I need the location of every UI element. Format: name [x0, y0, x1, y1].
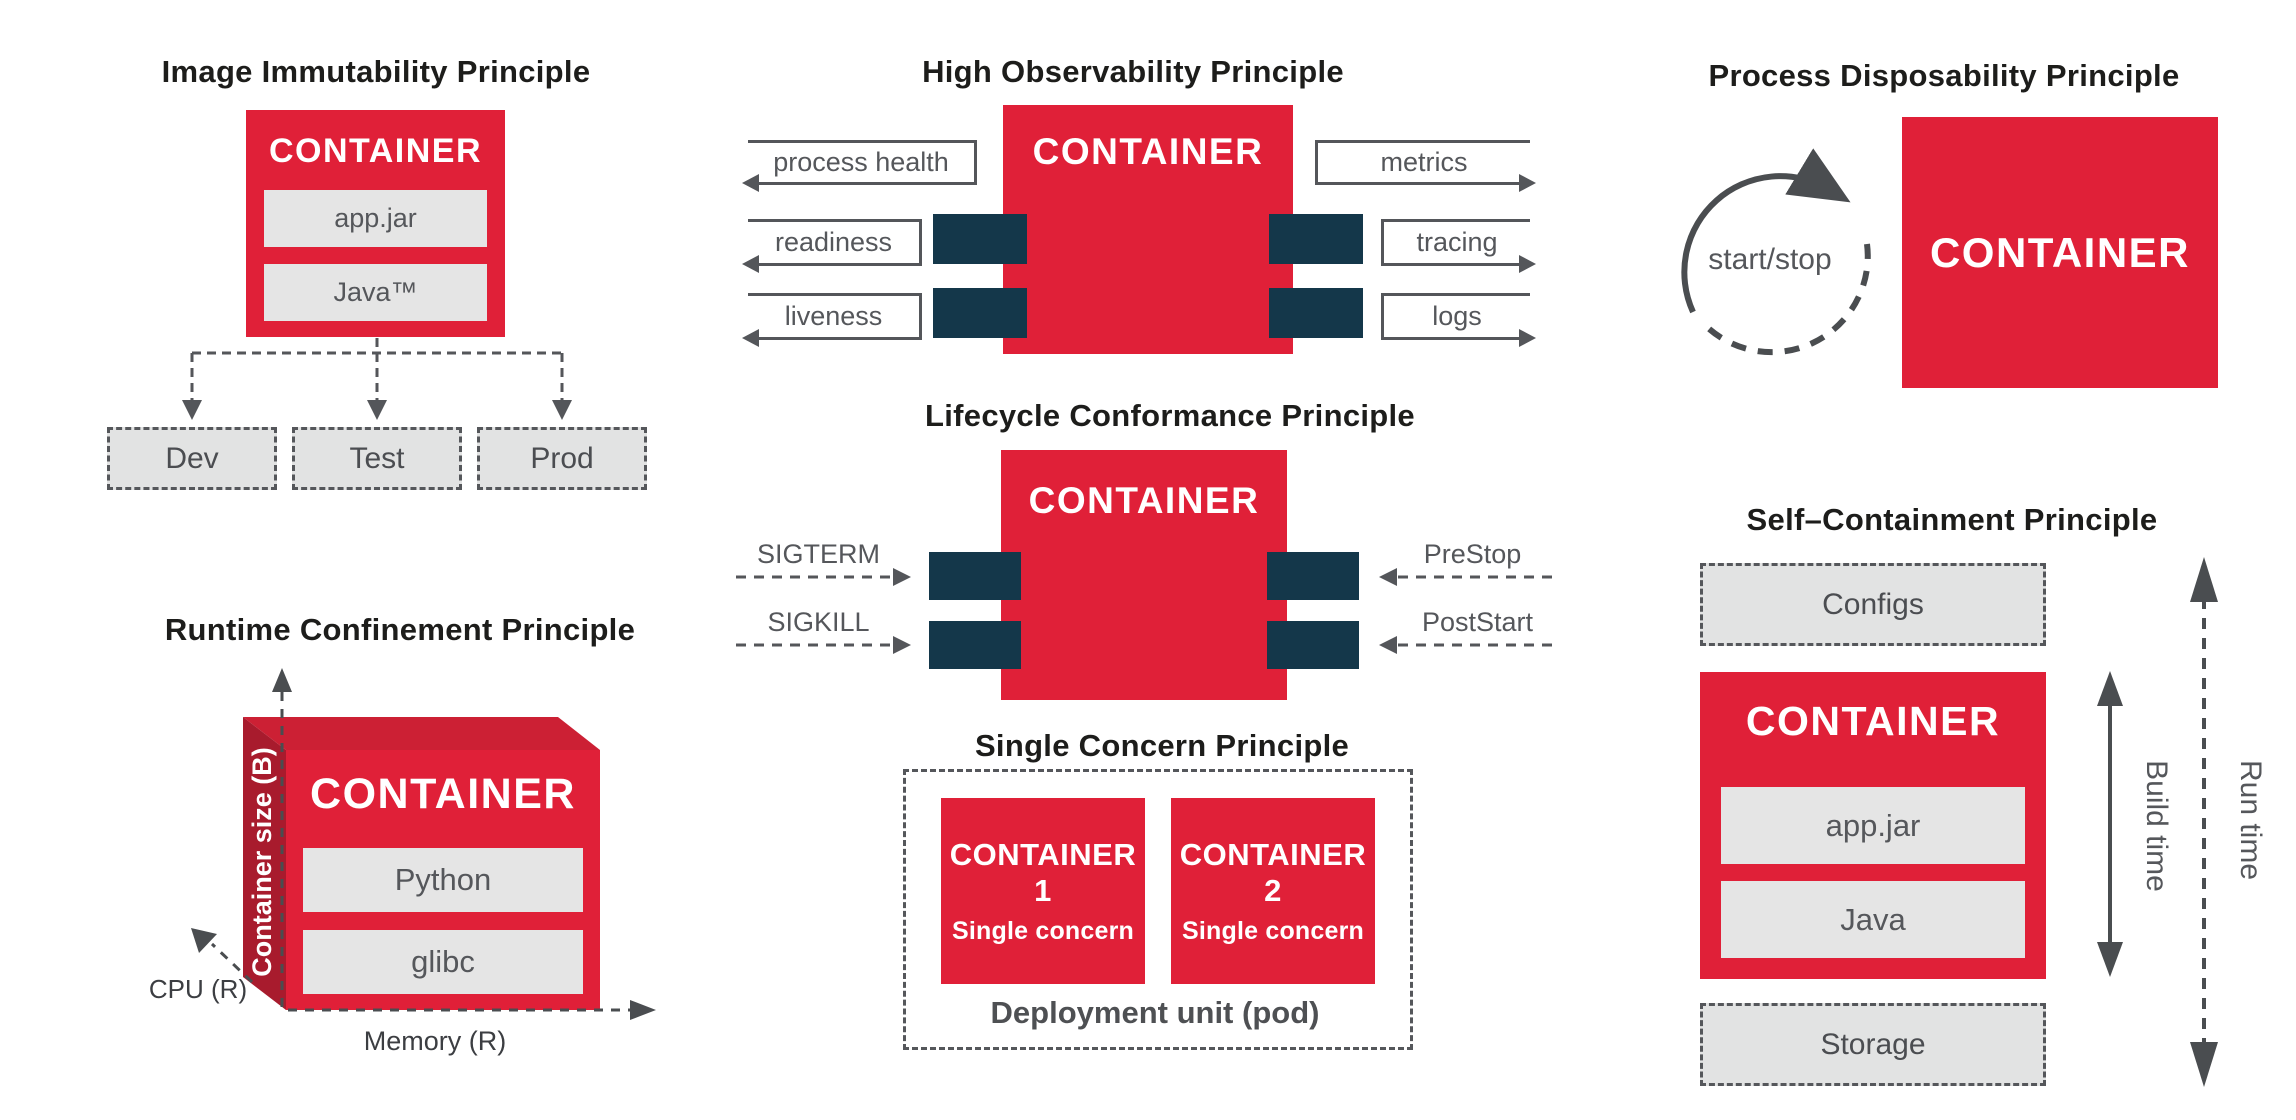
process-disposability-container: CONTAINER [1902, 117, 2218, 388]
cube-top-face [243, 717, 600, 750]
run-time-label: Run time [2234, 759, 2267, 881]
build-time-label: Build time [2140, 760, 2173, 892]
single-concern-title: Single Concern Principle [974, 728, 1350, 763]
container-label: CONTAINER 2 [1179, 836, 1367, 908]
container-label: CONTAINER [1745, 698, 2001, 744]
sigterm-label: SIGTERM [756, 539, 880, 569]
container-port [933, 288, 1027, 338]
probe-label: process health [773, 147, 949, 177]
container-sublabel: Single concern [951, 916, 1134, 945]
container-label: CONTAINER [310, 770, 576, 818]
storage-box: Storage [1700, 1003, 2046, 1086]
container-port [933, 214, 1027, 264]
layer-glibc: glibc [303, 930, 583, 994]
lifecycle-conformance-title: Lifecycle Conformance Principle [925, 398, 1415, 433]
container-size-axis-label: Container size (B) [247, 747, 277, 977]
signal-metrics: metrics [1315, 140, 1536, 192]
signal-logs: logs [1381, 293, 1536, 347]
run-time-arrow [2190, 557, 2218, 1087]
single-concern-container-2: CONTAINER 2 Single concern [1171, 798, 1375, 984]
layer-java: Java [1721, 881, 2025, 958]
self-containment-title: Self–Containment Principle [1746, 502, 2158, 537]
high-observability-title: High Observability Principle [922, 54, 1344, 89]
signal-tracing: tracing [1381, 219, 1536, 273]
probe-readiness: readiness [742, 219, 922, 273]
layer-java: Java™ [264, 264, 487, 321]
layer-app-jar: app.jar [264, 190, 487, 247]
poststart-label: PostStart [1421, 607, 1534, 637]
env-box-dev: Dev [107, 427, 277, 490]
probe-process-health: process health [742, 140, 977, 192]
start-stop-label: start/stop [1708, 243, 1832, 276]
container-sublabel: Single concern [1181, 916, 1364, 945]
self-containment-container: CONTAINER app.jar Java [1700, 672, 2046, 979]
container-label: CONTAINER [268, 132, 483, 170]
single-concern-container-1: CONTAINER 1 Single concern [941, 798, 1145, 984]
probe-label: liveness [784, 301, 883, 331]
high-observability-container: CONTAINER [1003, 105, 1293, 354]
sigkill-label: SIGKILL [767, 607, 870, 637]
image-immutability-container: CONTAINER app.jar Java™ [246, 110, 505, 337]
container-port [1269, 288, 1363, 338]
container-label: CONTAINER [1028, 480, 1260, 521]
pod-label: Deployment unit (pod) [990, 995, 1320, 1030]
container-port [929, 552, 1021, 600]
image-immutability-title: Image Immutability Principle [161, 54, 591, 89]
signal-label: metrics [1380, 147, 1468, 177]
configs-box: Configs [1700, 563, 2046, 646]
signal-label: tracing [1416, 227, 1498, 257]
image-immutability-tree-lines [190, 338, 564, 400]
layer-app-jar: app.jar [1721, 787, 2025, 864]
container-port [1267, 621, 1359, 669]
cpu-axis-label: CPU (R) [148, 974, 248, 1004]
layer-python: Python [303, 848, 583, 912]
container-port [1267, 552, 1359, 600]
container-label: CONTAINER [1032, 131, 1264, 172]
container-label: CONTAINER [1929, 228, 2191, 276]
runtime-confinement-title: Runtime Confinement Principle [164, 612, 636, 647]
process-disposability-title: Process Disposability Principle [1708, 58, 2180, 93]
tree-arrow-down-icons [182, 400, 572, 420]
container-port [1269, 214, 1363, 264]
lifecycle-conformance-container: CONTAINER [1001, 450, 1287, 700]
memory-axis-label: Memory (R) [363, 1026, 507, 1056]
probe-liveness: liveness [742, 293, 922, 347]
signal-label: logs [1432, 301, 1482, 331]
prestop-label: PreStop [1423, 539, 1522, 569]
env-box-test: Test [292, 427, 462, 490]
build-time-arrow [2097, 671, 2123, 977]
probe-label: readiness [774, 227, 893, 257]
container-label: CONTAINER 1 [949, 836, 1137, 908]
container-port [929, 621, 1021, 669]
env-box-prod: Prod [477, 427, 647, 490]
